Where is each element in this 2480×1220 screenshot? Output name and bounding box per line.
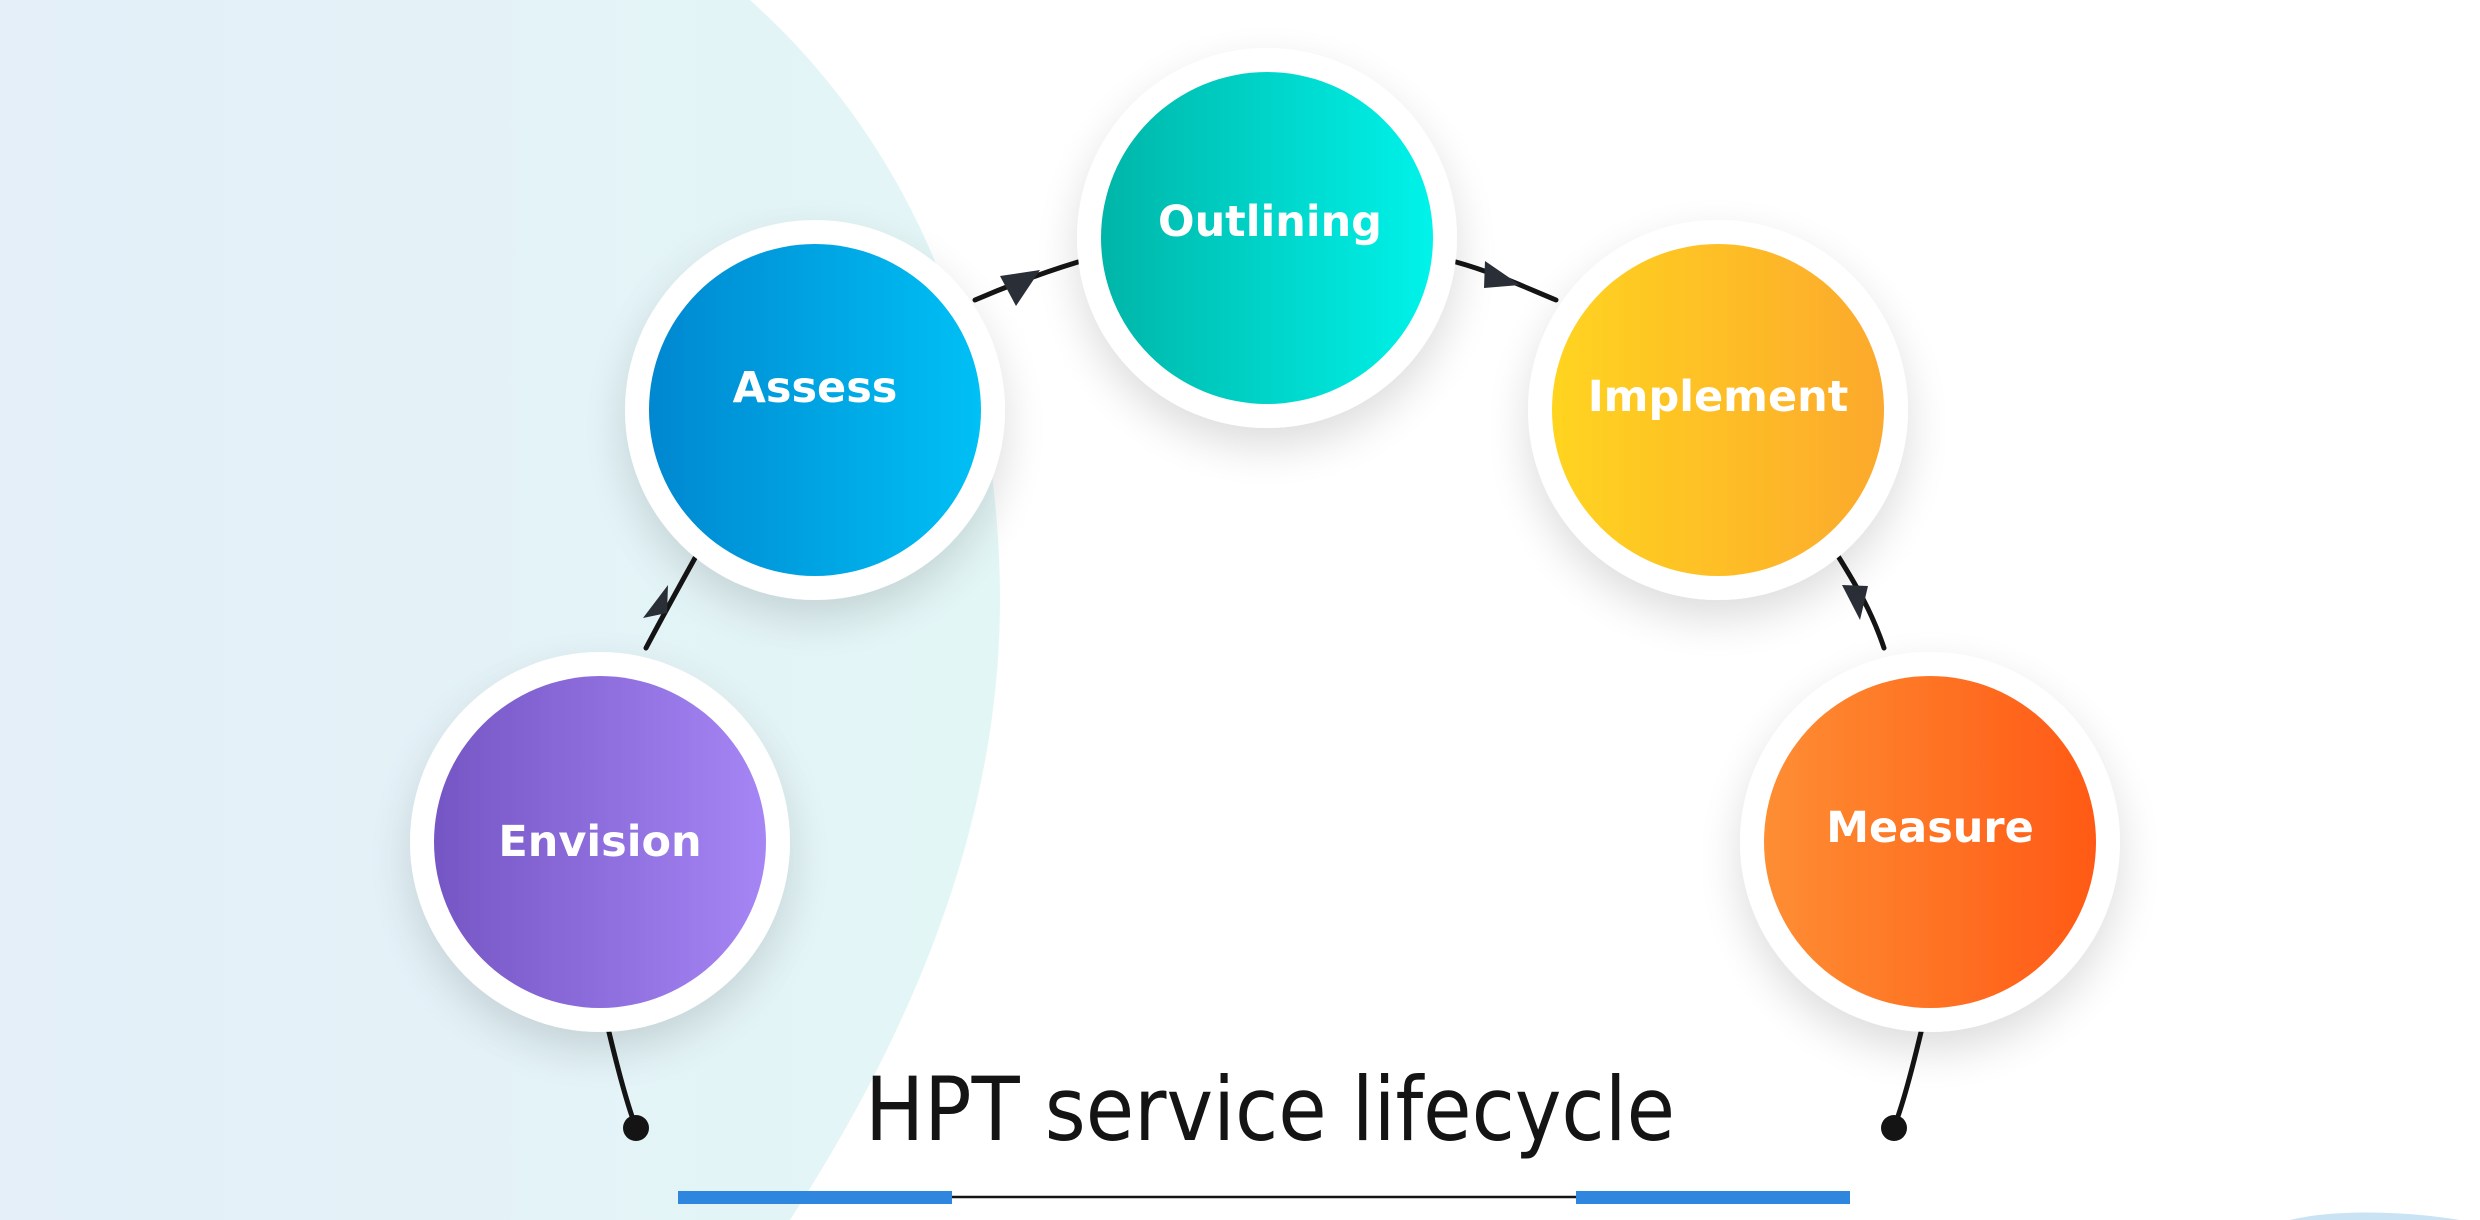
stage-node-implement: Implement [1528, 220, 1908, 600]
arrowhead-outlining-implement [1484, 261, 1520, 288]
title-underline-accent-right [1576, 1191, 1850, 1204]
stage-label-envision: Envision [498, 817, 701, 867]
stage-node-assess: Assess [625, 220, 1005, 600]
stage-label-outlining: Outlining [1158, 197, 1382, 247]
title-underline [678, 1191, 1850, 1204]
stage-node-outlining: Outlining [1077, 48, 1457, 428]
arrowheads [643, 261, 1868, 620]
arrowhead-envision-assess [643, 585, 668, 618]
connector-measure-end [1893, 1025, 1925, 1125]
connector-envision-assess [643, 555, 698, 651]
diagram-title: HPT service lifecycle [865, 1058, 1675, 1161]
start-point-dot [623, 1115, 649, 1141]
stage-node-measure: Measure [1740, 652, 2120, 1032]
stage-label-implement: Implement [1588, 372, 1849, 422]
end-point-dot [1881, 1115, 1907, 1141]
background-corner-accent [2290, 1212, 2460, 1220]
arrowhead-implement-measure [1842, 585, 1868, 620]
connector-envision-start [605, 1025, 637, 1125]
stage-node-envision: Envision [410, 652, 790, 1032]
stage-label-measure: Measure [1826, 803, 2034, 853]
background-tint-shape [0, 0, 1000, 1220]
stage-label-assess: Assess [733, 363, 898, 413]
arrowhead-assess-outlining [1000, 270, 1040, 306]
title-underline-accent-left [678, 1191, 952, 1204]
